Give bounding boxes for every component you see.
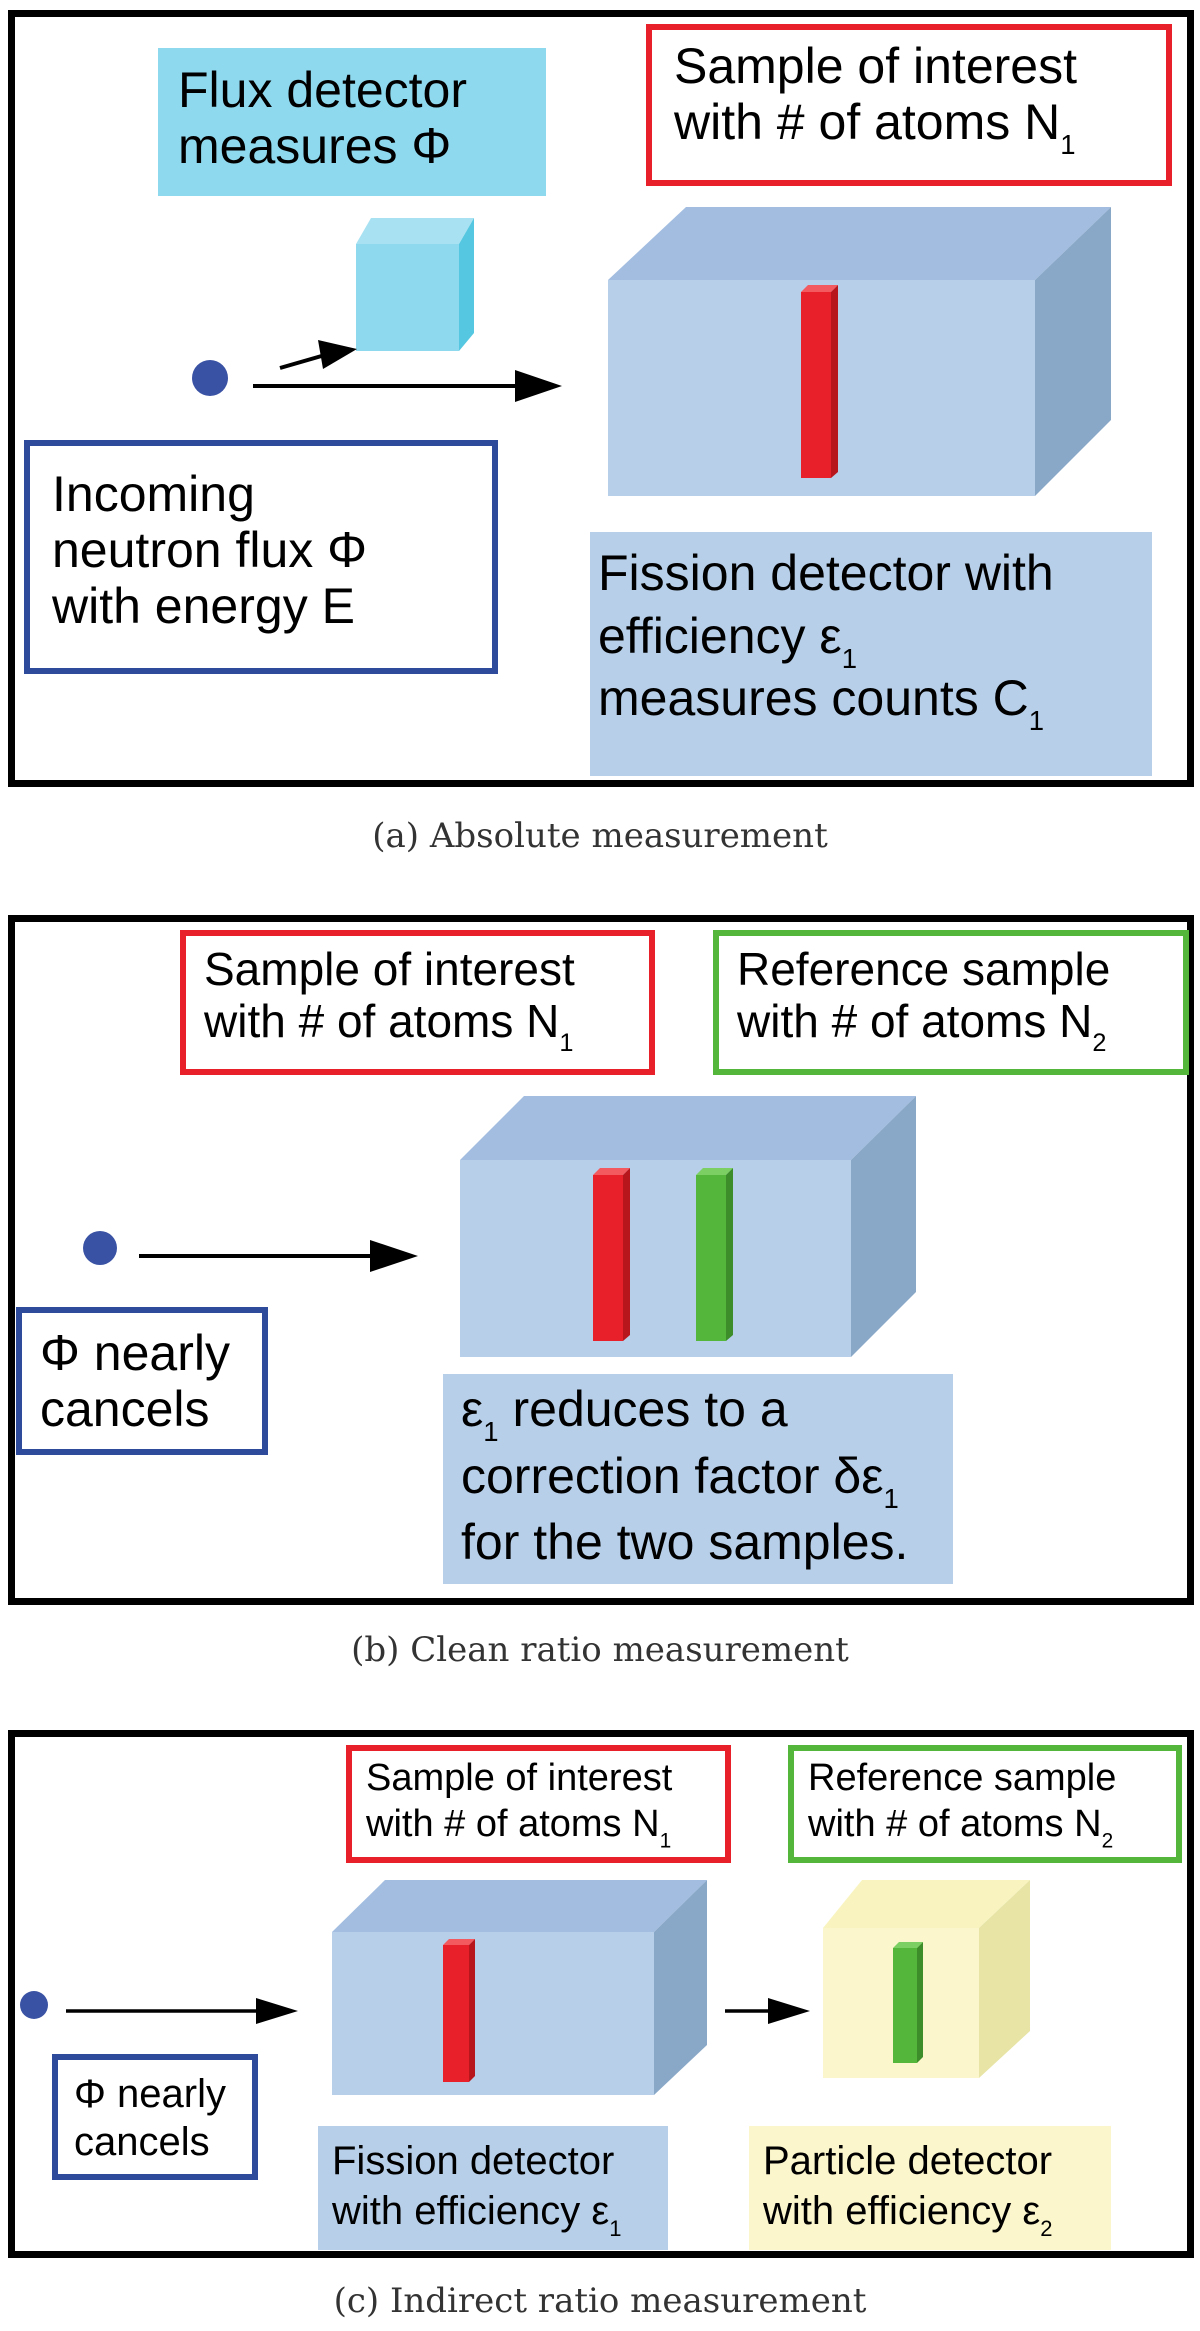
- sample-foil-red: [593, 1168, 630, 1341]
- phi-cancels-label: Φ nearly cancels: [52, 2054, 258, 2180]
- fission-detector-label: Fission detector with efficiency ε1: [318, 2126, 668, 2250]
- incoming-flux-label: Incoming neutron flux Φ with energy E: [24, 440, 498, 674]
- particle-arrow: [725, 1998, 810, 2024]
- caption-b: (b) Clean ratio measurement: [351, 1630, 849, 1670]
- fission-line3: measures counts C1: [598, 670, 1045, 737]
- phi-line1: Φ nearly: [74, 2072, 226, 2116]
- reduces-line2: correction factor δε1: [461, 1447, 899, 1514]
- flux-sampling-arrow: [279, 340, 357, 370]
- phi-line2: cancels: [74, 2120, 210, 2164]
- neutron-dot: [20, 1991, 48, 2019]
- flux-detector-cube: [356, 218, 474, 351]
- flux-detector-line2: measures Φ: [178, 118, 452, 174]
- reference-foil-green: [696, 1168, 733, 1341]
- reduces-line1: ε1 reduces to a: [461, 1381, 788, 1448]
- fission-detector-label: Fission detector with efficiency ε1 meas…: [590, 532, 1152, 776]
- reference-line1: Reference sample: [737, 943, 1111, 995]
- caption-a: (a) Absolute measurement: [372, 816, 828, 856]
- phi-line1: Φ nearly: [40, 1325, 230, 1381]
- panel-absolute-measurement: [8, 10, 1194, 787]
- sample-foil-red: [443, 1939, 475, 2082]
- reference-sample-label: Reference sample with # of atoms N2: [713, 930, 1189, 1075]
- reference-line1: Reference sample: [808, 1757, 1117, 1799]
- neutron-beam-arrow: [253, 370, 562, 402]
- reference-sample-label: Reference sample with # of atoms N2: [788, 1745, 1182, 1863]
- reference-line2: with # of atoms N2: [737, 994, 1107, 1057]
- phi-cancels-label: Φ nearly cancels: [16, 1307, 268, 1455]
- sample-line2: with # of atoms N1: [366, 1803, 672, 1853]
- sample-of-interest-label: Sample of interest with # of atoms N1: [346, 1745, 731, 1863]
- sample-of-interest-label: Sample of interest with # of atoms N1: [646, 24, 1172, 186]
- correction-factor-label: ε1 reduces to a correction factor δε1 fo…: [443, 1374, 953, 1584]
- fission-line1: Fission detector with: [598, 545, 1054, 601]
- panel-indirect-ratio-measurement: [8, 1730, 1194, 2258]
- incoming-line2: neutron flux Φ: [52, 522, 368, 578]
- incoming-line3: with energy E: [52, 578, 355, 634]
- sample-line1: Sample of interest: [366, 1757, 673, 1799]
- sample-line2: with # of atoms N1: [204, 994, 574, 1057]
- particle-line2: with efficiency ε2: [763, 2189, 1053, 2242]
- fission-line1: Fission detector: [332, 2139, 615, 2183]
- fission-line2: efficiency ε1: [598, 607, 857, 674]
- reference-foil-green: [893, 1942, 923, 2063]
- panel-clean-ratio-measurement: [8, 915, 1194, 1605]
- neutron-beam-arrow: [66, 1998, 298, 2024]
- particle-line1: Particle detector: [763, 2139, 1053, 2183]
- particle-detector-label: Particle detector with efficiency ε2: [749, 2126, 1111, 2250]
- fission-line2: with efficiency ε1: [332, 2189, 622, 2242]
- incoming-line1: Incoming: [52, 466, 255, 522]
- caption-c: (c) Indirect ratio measurement: [333, 2281, 867, 2321]
- neutron-beam-arrow: [139, 1240, 418, 1272]
- flux-detector-label: Flux detector measures Φ: [158, 48, 546, 196]
- sample-line2: with # of atoms N1: [674, 94, 1076, 161]
- reference-line2: with # of atoms N2: [808, 1803, 1114, 1853]
- reduces-line3: for the two samples.: [461, 1514, 909, 1570]
- sample-line1: Sample of interest: [204, 943, 575, 995]
- neutron-dot: [192, 360, 228, 396]
- fission-detector-block: [332, 1880, 707, 2095]
- sample-of-interest-label: Sample of interest with # of atoms N1: [180, 930, 655, 1075]
- fission-detector-block: [460, 1096, 916, 1357]
- flux-detector-line1: Flux detector: [178, 62, 468, 118]
- fission-detector-block: [608, 207, 1111, 496]
- sample-foil-red: [801, 285, 838, 478]
- sample-line1: Sample of interest: [674, 38, 1077, 94]
- phi-line2: cancels: [40, 1381, 210, 1437]
- neutron-dot: [83, 1231, 117, 1265]
